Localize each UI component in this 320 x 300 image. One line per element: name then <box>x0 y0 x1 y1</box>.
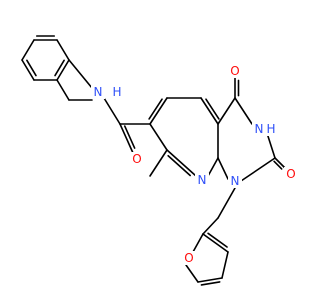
h-amide-bg <box>111 85 123 99</box>
atom-n-amide: N <box>94 85 103 99</box>
atom-n-pyridine: N <box>198 173 207 187</box>
bond-f2-o <box>192 233 204 253</box>
bond-c5-c6-inner <box>148 98 163 120</box>
bond-n1-c8a <box>217 157 229 180</box>
bond-f5-f4-inner <box>200 281 221 286</box>
bond-n8-c8a <box>207 157 219 177</box>
bond-tolyl-6 <box>56 39 70 61</box>
bond-tolyl-3 <box>21 59 35 81</box>
o-right-bg <box>284 167 298 181</box>
bond-f3-f2 <box>202 233 229 253</box>
bond-camide-o-double <box>123 125 136 149</box>
bond-c4-n3 <box>234 97 253 125</box>
atom-o-furan: O <box>184 251 193 265</box>
bond-tolyl-5-inner <box>54 59 65 77</box>
atom-h-ring: H <box>266 122 275 136</box>
structure-canvas: N H O N H O O N N O <box>21 35 298 286</box>
bond-c4a-c8a-pre <box>200 97 219 125</box>
bond-n-camide <box>103 97 121 125</box>
bond-c4a-c4 <box>217 97 236 125</box>
bond-f5-f4 <box>197 277 223 283</box>
bond-c6-c5 <box>149 97 168 125</box>
bond-ch2-furan <box>202 217 219 235</box>
bond-tolyl-n <box>68 59 93 89</box>
n1-bg <box>228 174 242 188</box>
atom-label-layer: N H O N H O O N N O <box>91 64 298 265</box>
bond-tolyl-3-inner <box>26 59 37 77</box>
bond-layer <box>21 35 286 286</box>
bond-c7-n8-inner <box>167 154 191 177</box>
bond-n1-ch2 <box>217 187 236 219</box>
bond-f4-f3 <box>221 251 229 279</box>
bond-c7-n8 <box>166 149 197 177</box>
o-amide-bg <box>130 152 144 166</box>
bond-tolyl-5 <box>56 59 70 81</box>
bond-camide-o <box>119 123 134 154</box>
nh-ring-bg <box>252 122 266 136</box>
bond-c6-c7 <box>149 123 168 151</box>
atom-o-top: O <box>230 64 239 78</box>
bond-tolyl-methyl <box>56 79 70 101</box>
bond-c7-methyl <box>149 149 168 177</box>
n-pyridine-bg <box>195 173 209 187</box>
bond-tolyl-2 <box>21 39 35 61</box>
o-furan-bg <box>182 251 196 265</box>
h-ring-bg <box>265 122 277 136</box>
atom-o-right: O <box>286 167 295 181</box>
bond-c2-n1 <box>240 157 276 182</box>
nh-amide-bg <box>91 85 105 99</box>
bond-f3-f2-inner <box>207 232 228 248</box>
bond-c2-o-double <box>273 160 283 170</box>
bond-o-f5 <box>185 264 199 283</box>
o-top-bg <box>228 64 242 78</box>
molecule-diagram: N H O N H O O N N O <box>21 35 298 286</box>
bond-c2-o <box>274 157 286 169</box>
atom-n1: N <box>231 174 240 188</box>
atom-o-amide: O <box>132 152 141 166</box>
atom-h-amide: H <box>112 85 121 99</box>
bond-c4a-c8a-pre-inner <box>205 98 220 120</box>
atom-n-ring: N <box>255 122 264 136</box>
